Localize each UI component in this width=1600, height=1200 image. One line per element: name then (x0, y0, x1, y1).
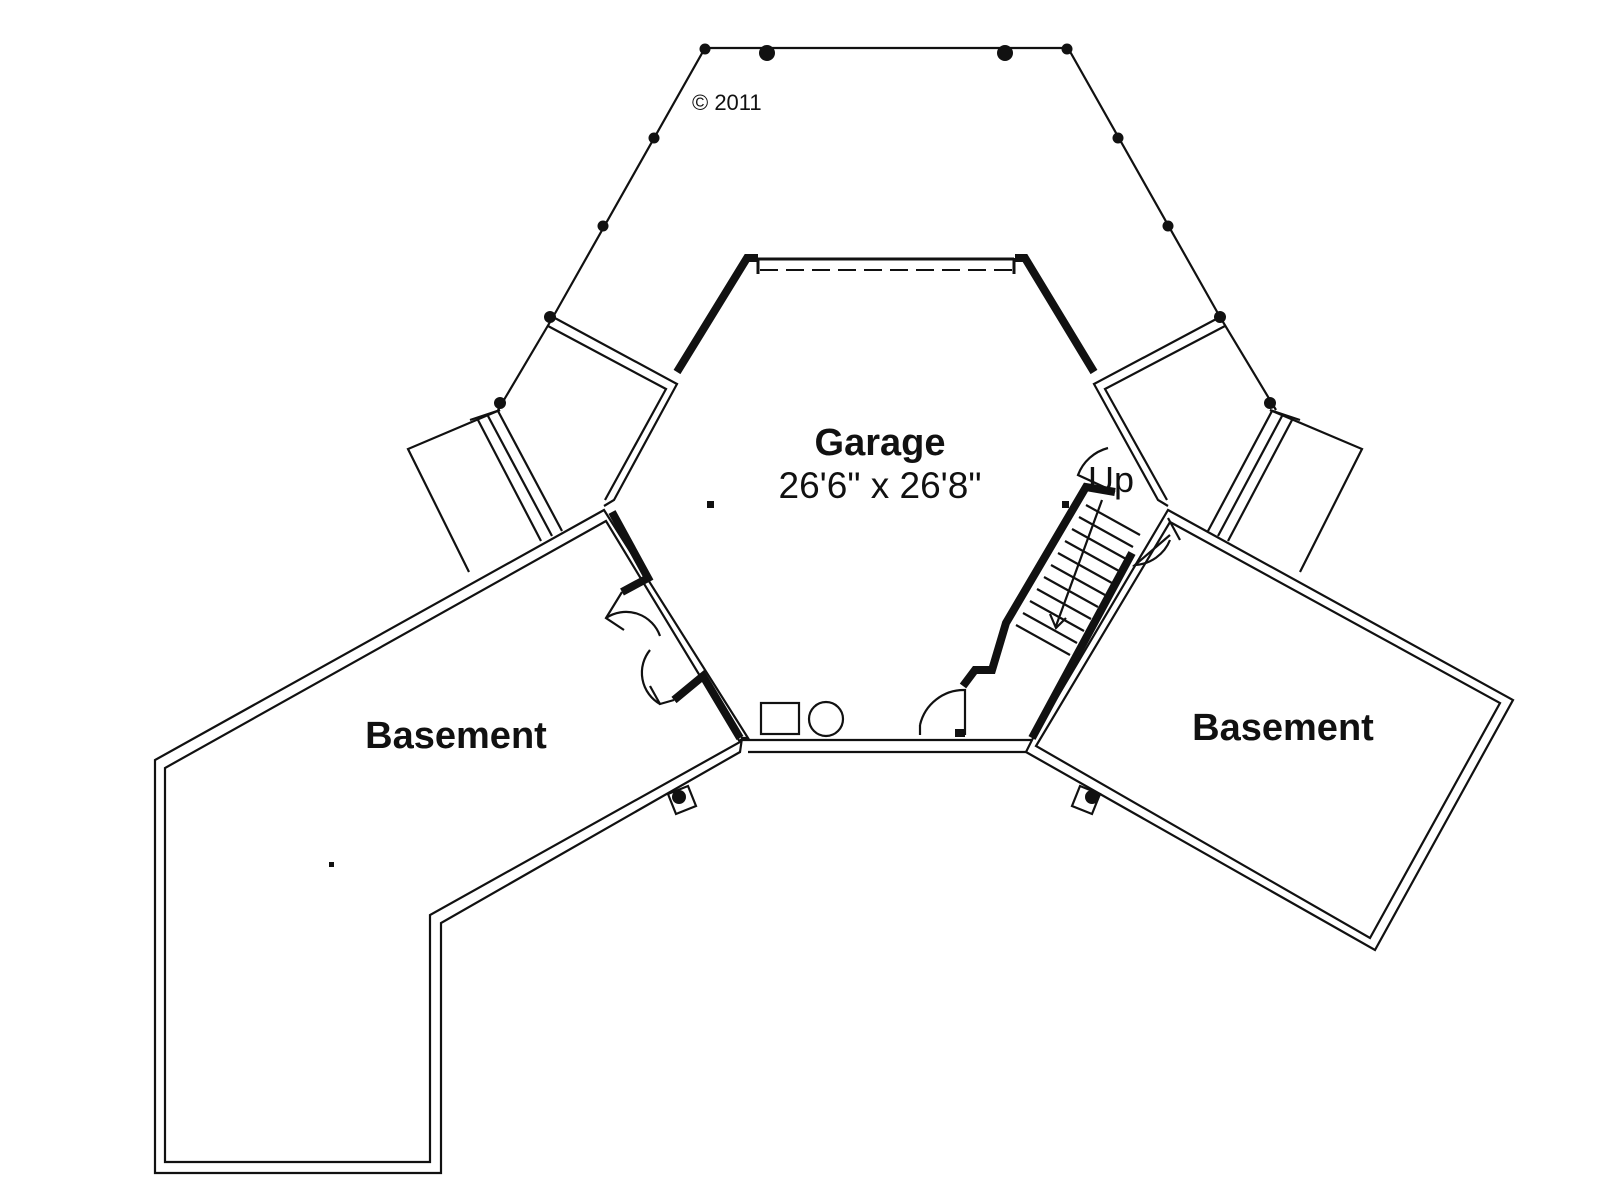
copyright-text: © 2011 (692, 90, 762, 115)
right-basement-walls (1024, 508, 1515, 952)
wall-lights (666, 784, 1102, 816)
water-heater-box (759, 701, 801, 736)
left-basement-walls (153, 508, 750, 1175)
garage-dimensions: 26'6" x 26'8" (779, 465, 982, 506)
staircase (1015, 499, 1141, 656)
garage-walls (608, 254, 1136, 741)
garage-fixtures (329, 501, 1069, 867)
porch-posts (494, 43, 1276, 409)
left-porch-steps (406, 408, 563, 573)
water-heater-circle (807, 700, 845, 738)
wing-walls (547, 316, 1226, 507)
garage-label: Garage (815, 422, 946, 464)
right-porch-steps (1207, 408, 1364, 573)
porch-outline (497, 46, 1277, 411)
stair-up-label: Up (1088, 459, 1134, 500)
doors (604, 446, 1181, 735)
garage-door (756, 257, 1016, 274)
left-basement-label: Basement (365, 715, 547, 757)
right-basement-label: Basement (1192, 707, 1374, 749)
garage-front-wall (740, 738, 1032, 754)
